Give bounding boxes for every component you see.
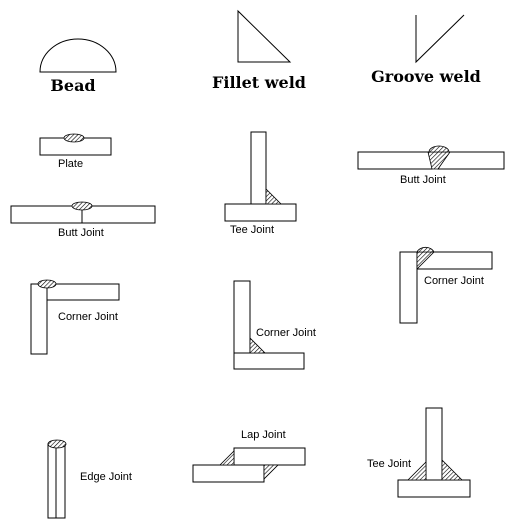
edge-joint bbox=[47, 439, 67, 519]
tee-joint-fillet bbox=[224, 131, 297, 222]
tee-joint-label-1: Tee Joint bbox=[230, 224, 274, 236]
corner-joint-label-3: Corner Joint bbox=[424, 275, 484, 287]
fillet-weld-title: Fillet weld bbox=[212, 73, 306, 92]
butt-joint-label-2: Butt Joint bbox=[400, 174, 446, 186]
corner-joint-groove bbox=[399, 246, 493, 324]
bead-symbol bbox=[39, 38, 117, 73]
corner-joint-bead bbox=[30, 279, 120, 355]
groove-butt-joint bbox=[357, 145, 505, 170]
corner-joint-label-2: Corner Joint bbox=[256, 327, 316, 339]
corner-joint-label-1: Corner Joint bbox=[58, 311, 118, 323]
groove-weld-symbol bbox=[415, 14, 465, 64]
butt-joint-label-1: Butt Joint bbox=[58, 227, 104, 239]
tee-joint-label-2: Tee Joint bbox=[367, 458, 411, 470]
edge-joint-label: Edge Joint bbox=[80, 471, 132, 483]
plate-with-bead bbox=[39, 133, 112, 156]
lap-joint bbox=[192, 447, 306, 483]
corner-joint-fillet bbox=[233, 280, 305, 370]
fillet-weld-symbol bbox=[237, 9, 292, 63]
butt-joint-bead bbox=[10, 201, 156, 224]
groove-weld-title: Groove weld bbox=[371, 67, 481, 86]
bead-title: Bead bbox=[50, 76, 95, 95]
plate-label: Plate bbox=[58, 158, 83, 170]
lap-joint-label: Lap Joint bbox=[241, 429, 286, 441]
tee-joint-double-fillet bbox=[397, 407, 471, 498]
